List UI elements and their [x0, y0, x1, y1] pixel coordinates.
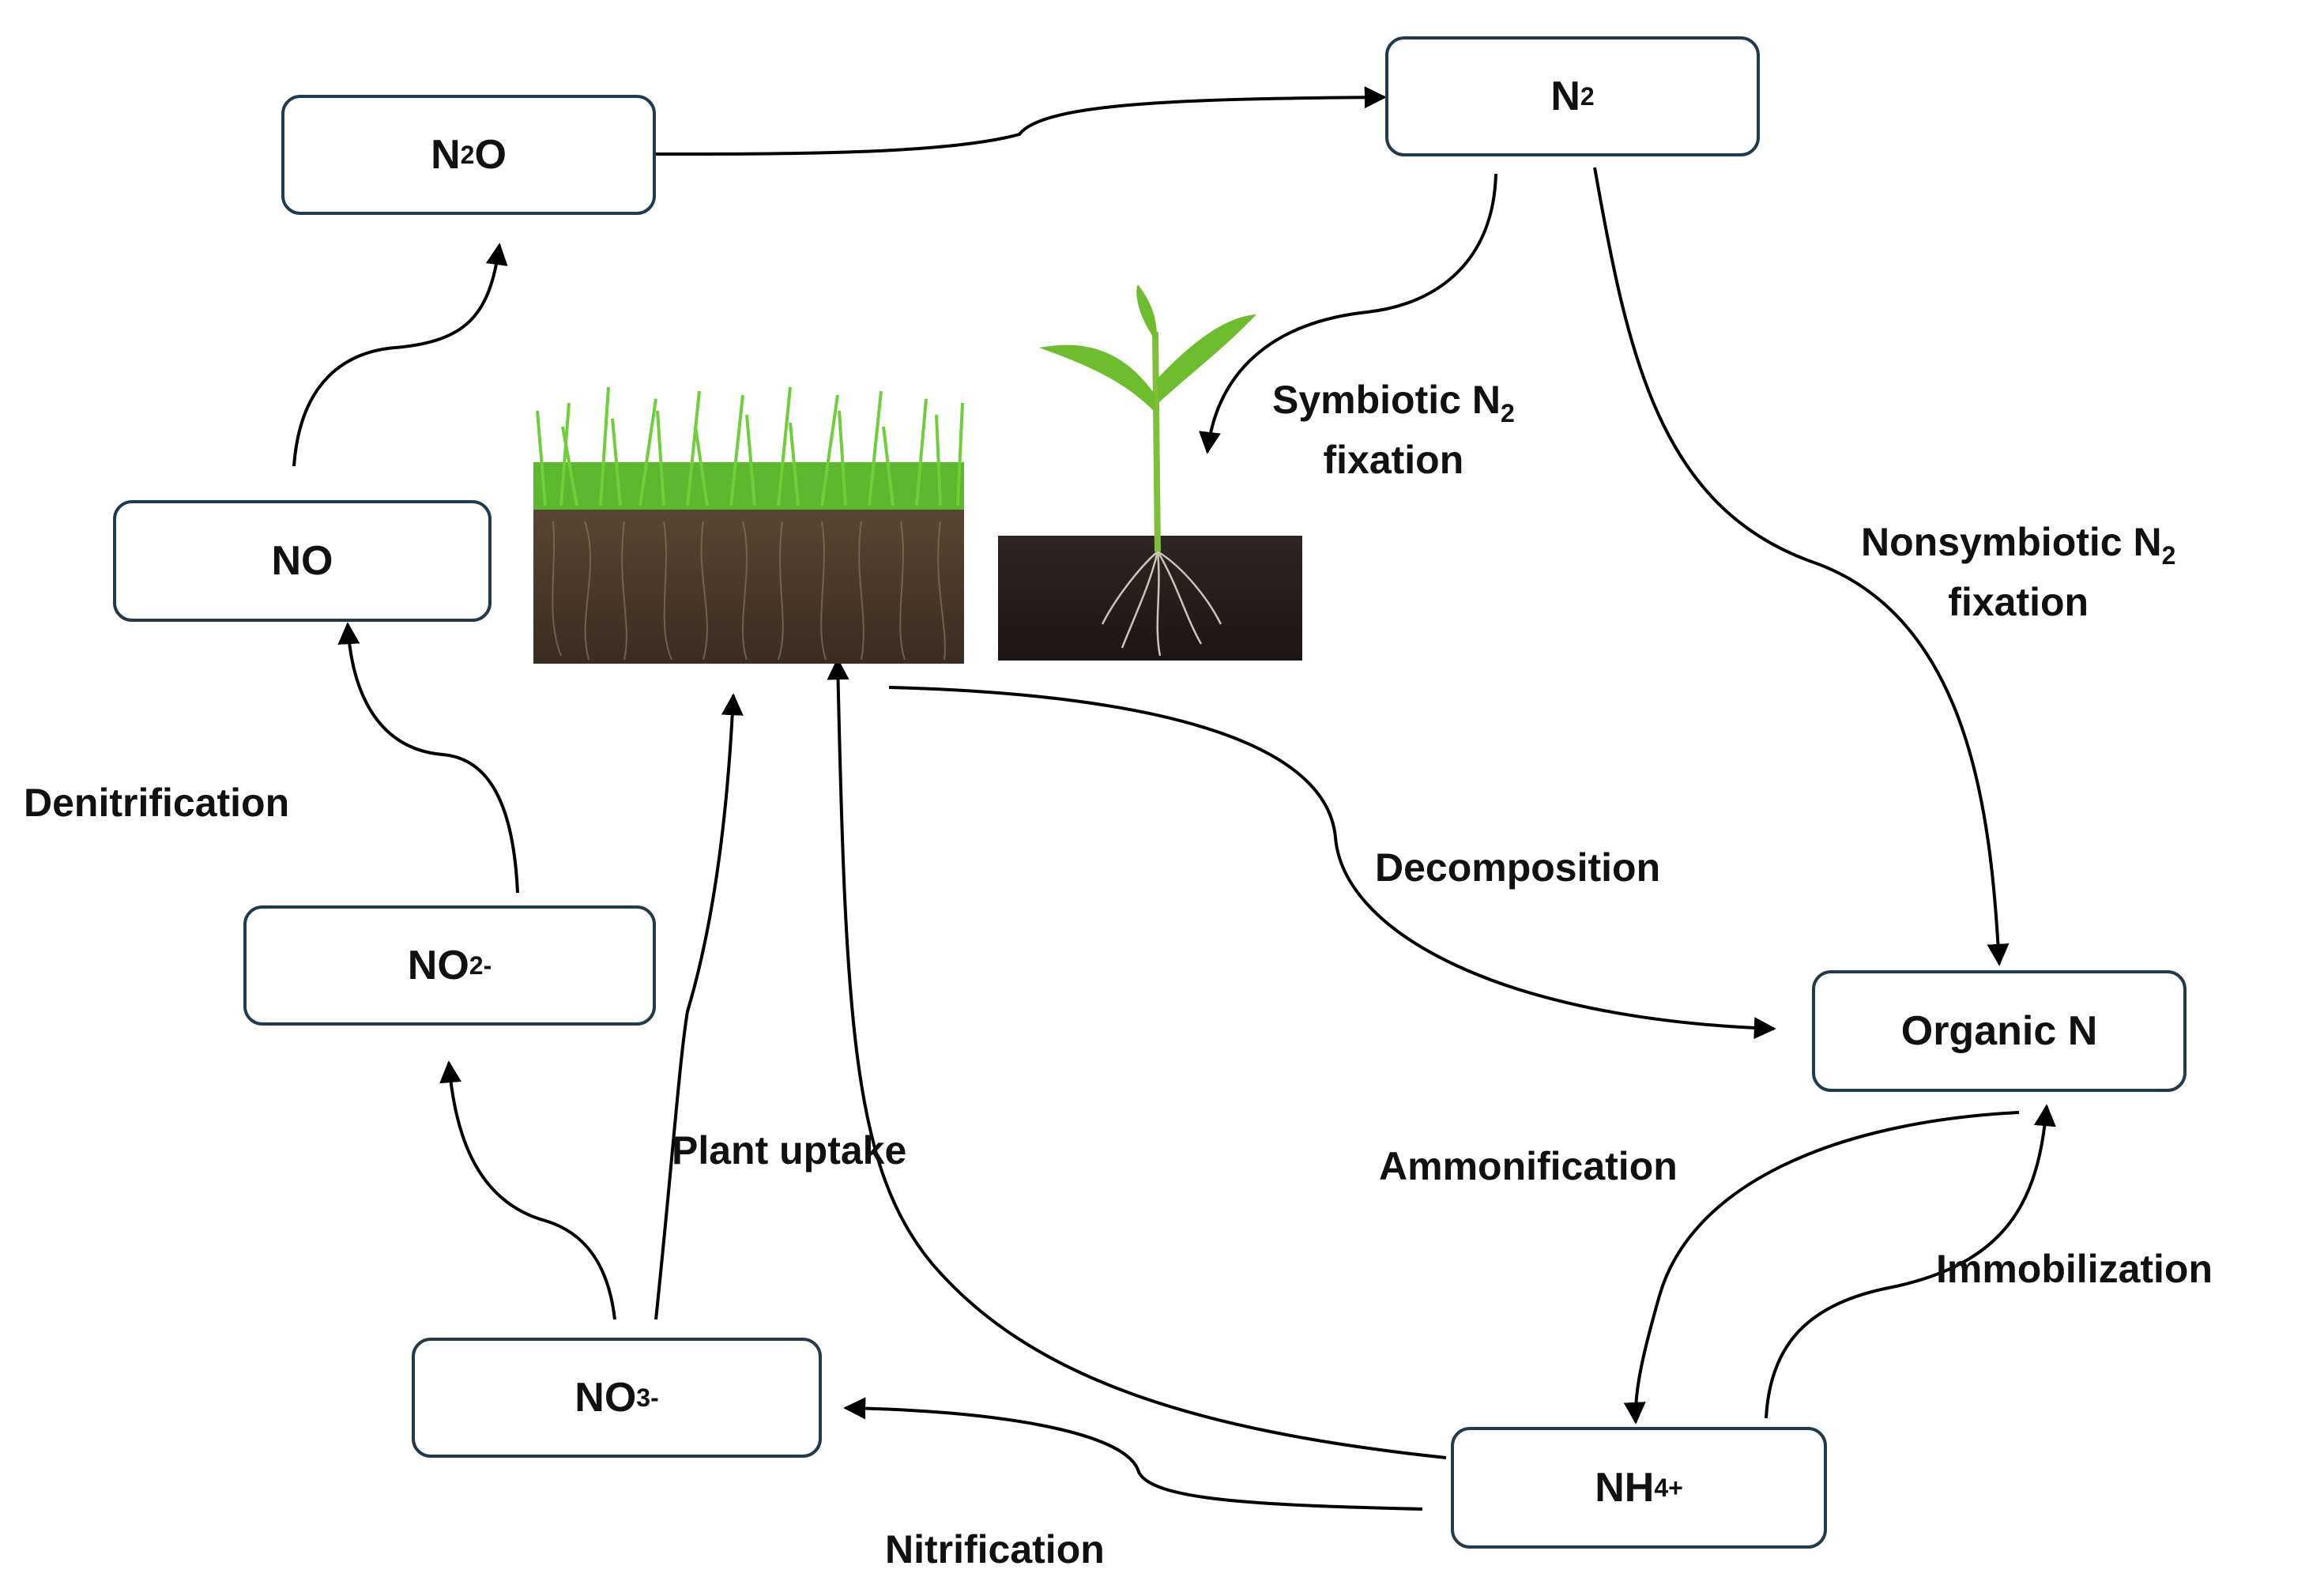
nh4-base: NH — [1595, 1465, 1655, 1511]
n2o-base: N — [431, 132, 461, 178]
nonsymbiotic-fixation-label: Nonsymbiotic N2 fixation — [1861, 514, 2175, 631]
arrow-no3-plant-uptake — [654, 693, 744, 1320]
grass-soil-image — [533, 386, 964, 664]
denitrification-label: Denitrification — [24, 781, 290, 825]
arrow-nonsymbiotic-fixation — [1593, 167, 2010, 966]
no3-box — [412, 1338, 822, 1458]
organic-n-base: Organic N — [1900, 1008, 2098, 1054]
organic-n-box — [1812, 970, 2187, 1092]
symbiotic-line2: fixation — [1323, 438, 1464, 483]
n2o-box — [281, 95, 656, 215]
plant-uptake-label: Plant uptake — [672, 1128, 907, 1173]
n2o-tail: O — [474, 132, 507, 178]
seedling-image — [998, 284, 1302, 661]
decomposition-label: Decomposition — [1375, 845, 1661, 890]
arrow-no2-to-no — [337, 622, 519, 894]
no-label: NO — [115, 502, 490, 620]
n2o-sub: 2 — [460, 140, 475, 169]
n2-base: N — [1550, 73, 1580, 119]
no3-sub: 3 — [636, 1383, 651, 1412]
arrow-no3-to-no2 — [439, 1060, 616, 1320]
no2-sup: - — [483, 950, 492, 980]
arrow-immobilization — [1765, 1104, 2056, 1419]
arrow-symbiotic-fixation — [1199, 173, 1497, 454]
symbiotic-line1: Symbiotic N — [1272, 378, 1501, 422]
nonsymbiotic-sub: 2 — [2161, 541, 2176, 570]
nh4-box — [1451, 1427, 1827, 1549]
immobilization-label: Immobilization — [1936, 1247, 2213, 1291]
no-box — [113, 500, 492, 622]
nonsymbiotic-line2: fixation — [1948, 580, 2089, 625]
no2-base: NO — [407, 943, 469, 988]
no3-base: NO — [574, 1375, 637, 1421]
symbiotic-fixation-label: Symbiotic N2 fixation — [1272, 371, 1515, 489]
nonsymbiotic-line1: Nonsymbiotic N — [1861, 520, 2162, 564]
arrow-no-to-n2o — [292, 243, 508, 467]
arrow-nh4-to-no3 — [843, 1397, 1423, 1511]
organic-n-label: Organic N — [1814, 972, 2185, 1090]
no2-sub: 2 — [469, 950, 484, 980]
arrow-ammonification — [1623, 1111, 2020, 1425]
n2-sub: 2 — [1580, 81, 1595, 111]
no-base: NO — [271, 538, 333, 584]
arrow-n2o-to-n2 — [654, 86, 1387, 156]
arrow-nh4-plant-uptake — [827, 657, 1447, 1459]
arrow-decomposition — [888, 686, 1776, 1040]
nh4-sup: + — [1668, 1473, 1683, 1502]
no3-sup: - — [650, 1383, 659, 1412]
ammonification-label: Ammonification — [1379, 1144, 1678, 1188]
symbiotic-sub: 2 — [1500, 399, 1515, 427]
nh4-sub: 4 — [1654, 1473, 1669, 1502]
n2-box — [1385, 36, 1760, 156]
nitrification-label: Nitrification — [885, 1527, 1105, 1572]
no2-box — [243, 905, 656, 1026]
